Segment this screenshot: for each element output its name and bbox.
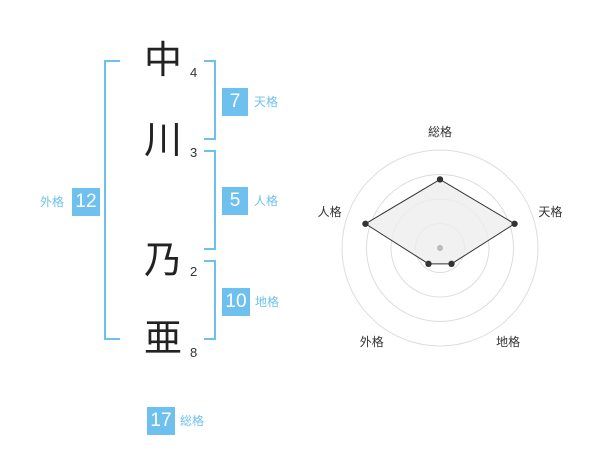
- name-char-3: 乃: [143, 238, 182, 282]
- radar-axis-label-5: 人格: [318, 204, 342, 219]
- radar-point-5: [362, 220, 369, 227]
- soukaku-label: 総格: [180, 414, 205, 428]
- radar-axis-label-1: 総格: [428, 124, 452, 139]
- radar-area: [364, 178, 516, 265]
- stroke-count-3: 2: [190, 264, 198, 279]
- radar-axis-label-2: 天格: [538, 204, 562, 219]
- tenkaku-bracket: [204, 60, 216, 140]
- radar-point-1: [436, 176, 444, 183]
- gaikaku-bracket: [104, 60, 120, 340]
- radar-point-2: [511, 220, 518, 227]
- radar-ring: [341, 149, 539, 347]
- radar-center-dot: [437, 245, 443, 251]
- chikaku-label: 地格: [255, 295, 280, 309]
- name-char-4: 亜: [143, 316, 182, 360]
- tenkaku-value: 7: [222, 88, 248, 116]
- stroke-count-2: 3: [190, 145, 198, 160]
- radar-ring: [366, 174, 514, 322]
- tenkaku-label: 天格: [254, 95, 279, 109]
- stroke-count-1: 4: [190, 65, 198, 80]
- jinkaku-bracket: [204, 150, 216, 250]
- gaikaku-value: 12: [72, 188, 100, 216]
- jinkaku-value: 5: [222, 187, 248, 215]
- chikaku-value: 10: [222, 288, 250, 316]
- name-char-2: 川: [143, 118, 182, 162]
- radar-point-3: [448, 260, 455, 268]
- stroke-count-4: 8: [190, 345, 198, 360]
- radar-axis-label-4: 外格: [360, 334, 384, 349]
- radar-axis-label-3: 地格: [496, 334, 520, 349]
- name-char-1: 中: [143, 38, 182, 82]
- jinkaku-label: 人格: [254, 194, 279, 208]
- gaikaku-label: 外格: [40, 195, 65, 209]
- radar-point-4: [425, 260, 432, 268]
- soukaku-value: 17: [147, 407, 175, 435]
- chikaku-bracket: [204, 260, 216, 340]
